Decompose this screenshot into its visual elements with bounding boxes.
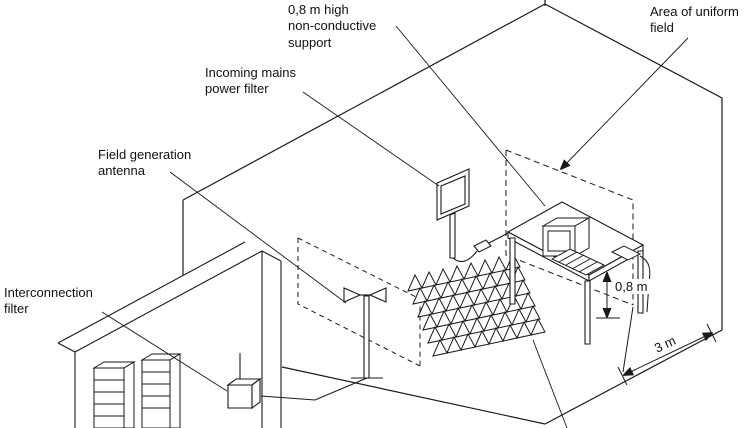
- dimension-three-metres: [617, 306, 717, 386]
- equipment-racks: [92, 353, 182, 428]
- leader-mains-filter: [302, 91, 440, 187]
- leader-antenna: [169, 171, 347, 304]
- label-mains-filter: Incoming mains power filter: [205, 65, 296, 98]
- label-antenna: Field generation antenna: [98, 147, 191, 180]
- label-uniform-field: Area of uniform field: [650, 4, 739, 37]
- incoming-mains-filter-box: [436, 168, 509, 262]
- wall-aperture-dashed: [297, 237, 421, 367]
- label-antenna-line2: antenna: [98, 163, 145, 179]
- absorber-pyramids: [407, 252, 546, 357]
- uniform-field-plane-dashed: [505, 149, 634, 306]
- label-uniform-field-line1: Area of uniform: [650, 4, 739, 19]
- label-mains-filter-line1: Incoming mains: [205, 65, 297, 80]
- label-interconnection-filter-line2: filter: [4, 301, 29, 317]
- leader-interconnection-filter: [101, 311, 228, 392]
- leader-lines: [101, 25, 689, 428]
- equipment-under-test: [541, 217, 651, 313]
- amplifier-room: [57, 241, 282, 428]
- label-uniform-field-line2: field: [650, 20, 674, 36]
- label-support: 0,8 m high non-conductive support: [288, 2, 376, 51]
- dimension-table-height: [596, 273, 620, 319]
- leader-absorber-cutoff: [532, 339, 568, 428]
- label-mains-filter-line2: power filter: [205, 81, 269, 97]
- label-support-line1: 0,8 m high: [288, 2, 349, 17]
- dimension-label-height: 0,8 m: [613, 279, 650, 294]
- label-interconnection-filter: Interconnection filter: [4, 285, 93, 318]
- leader-support: [395, 25, 546, 207]
- label-support-line2: non-conductive: [288, 18, 377, 34]
- leader-uniform-field: [561, 37, 689, 169]
- label-support-line3: support: [288, 34, 332, 50]
- interconnection-filter-box: [226, 353, 262, 410]
- field-generation-antenna: [343, 287, 387, 379]
- label-interconnection-filter-line1: Interconnection: [4, 285, 93, 300]
- antenna-feed-cable: [260, 377, 368, 401]
- shielded-chamber-outline: [182, 0, 723, 425]
- label-antenna-line1: Field generation: [98, 147, 192, 162]
